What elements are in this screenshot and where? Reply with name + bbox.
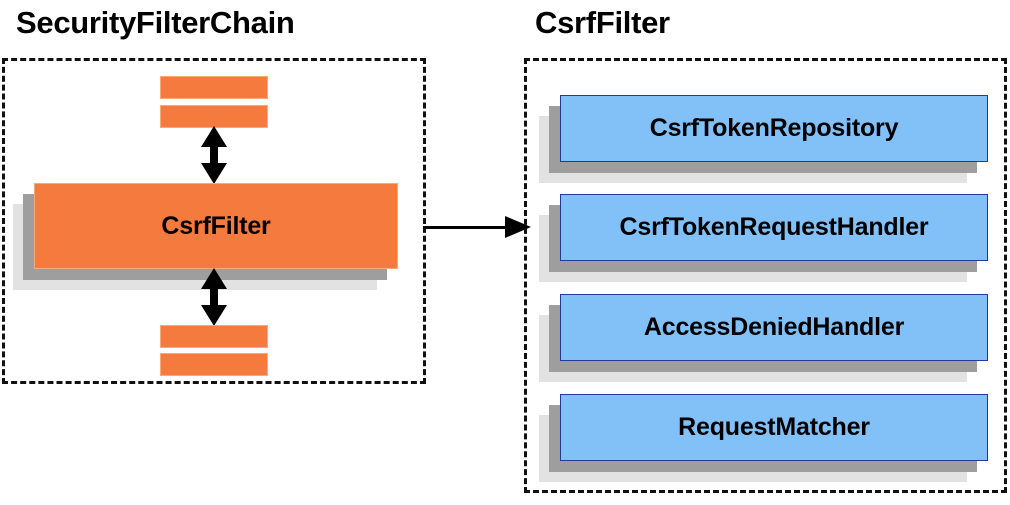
filter-stub-lower-2 [160, 353, 268, 376]
filter-stub-upper-2 [160, 105, 268, 128]
security-filter-chain-container [2, 58, 426, 384]
filter-stub-lower-1 [160, 325, 268, 348]
component-box-label: CsrfTokenRepository [560, 95, 988, 162]
right-panel-title: CsrfFilter [535, 5, 670, 40]
component-box-label: AccessDeniedHandler [560, 294, 988, 361]
arrow-shaft [210, 286, 218, 308]
csrf-filter-box-label: CsrfFilter [34, 183, 398, 269]
arrow-head-down-icon [201, 163, 227, 184]
arrow-head-down-icon [201, 305, 227, 326]
left-panel-title: SecurityFilterChain [16, 5, 295, 40]
component-box-csrf-token-request-handler[interactable]: CsrfTokenRequestHandler [539, 194, 988, 282]
component-box-request-matcher[interactable]: RequestMatcher [539, 394, 988, 482]
csrf-filter-container [524, 58, 1007, 493]
component-box-csrf-token-repository[interactable]: CsrfTokenRepository [539, 95, 988, 183]
arrow-shaft [210, 144, 218, 166]
component-box-label: CsrfTokenRequestHandler [560, 194, 988, 261]
filter-stub-upper-1 [160, 76, 268, 99]
arrow-head-up-icon [201, 126, 227, 147]
arrow-head-up-icon [201, 268, 227, 289]
csrf-filter-box[interactable]: CsrfFilter [13, 183, 398, 290]
component-box-label: RequestMatcher [560, 394, 988, 461]
connector-shaft [423, 225, 509, 229]
component-box-access-denied-handler[interactable]: AccessDeniedHandler [539, 294, 988, 382]
